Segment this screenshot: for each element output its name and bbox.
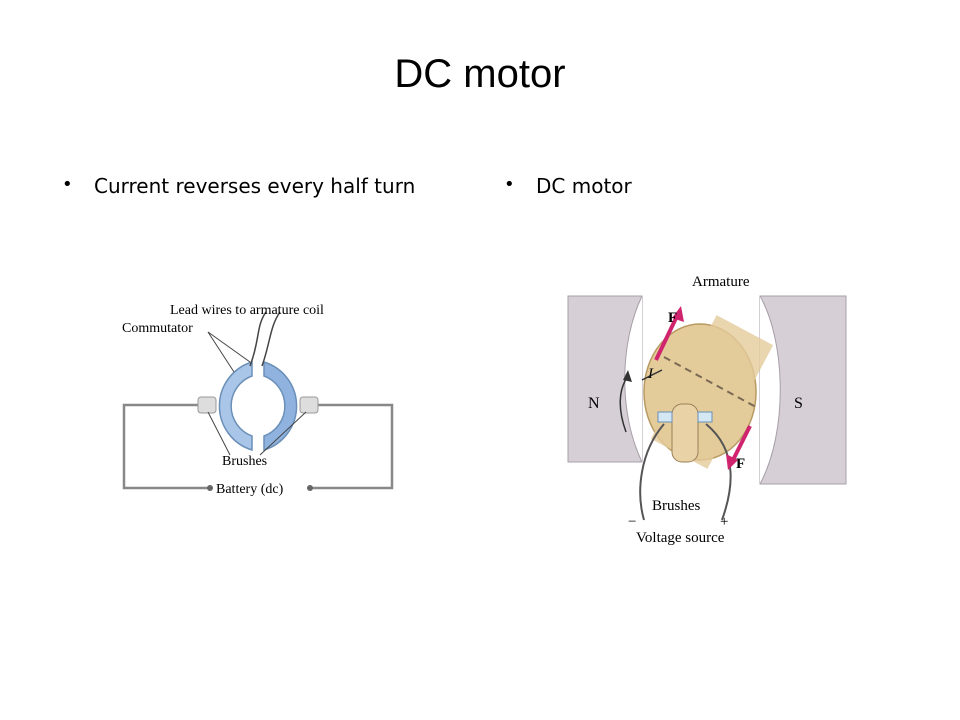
brush-pointer	[259, 411, 307, 456]
current-label: I	[647, 366, 654, 382]
brush-pointer	[207, 411, 231, 456]
rotation-arrowhead	[623, 370, 632, 382]
voltage-source-label: Voltage source	[636, 530, 725, 546]
armature-label: Armature	[692, 274, 750, 290]
commutator-label: Commutator	[122, 321, 193, 336]
circuit-wire-left	[122, 403, 210, 490]
brush-right	[299, 396, 319, 414]
brush-left	[657, 411, 673, 423]
commutator-figure: Lead wires to armature coil Commutator B…	[110, 290, 410, 505]
force-label-bottom: F	[736, 456, 745, 472]
battery-terminal	[207, 485, 213, 491]
force-arrowhead-top	[672, 306, 684, 322]
shaft	[671, 403, 699, 463]
bullet-right: • DC motor	[504, 174, 632, 198]
commutator-pointer	[207, 331, 235, 373]
bullet-right-text: DC motor	[536, 174, 632, 198]
lead-wire	[261, 311, 281, 367]
commutator-diagram: Lead wires to armature coil Commutator B…	[122, 303, 394, 497]
source-wire-minus	[639, 423, 665, 521]
dc-motor-diagram: Armature F F I N S Brushes − + Voltage s…	[567, 274, 847, 546]
bullet-left-text: Current reverses every half turn	[94, 174, 416, 198]
circuit-wire-right	[310, 403, 394, 490]
brush-left	[197, 396, 217, 414]
brushes-label: Brushes	[222, 454, 267, 469]
slide-title: DC motor	[394, 52, 566, 96]
bullet-left: • Current reverses every half turn	[62, 174, 416, 198]
minus-label: −	[628, 514, 636, 530]
force-arrowhead-bottom	[726, 454, 738, 470]
brush-right	[697, 411, 713, 423]
force-label-top: F	[668, 310, 677, 326]
force-arrow-bottom	[730, 425, 752, 463]
source-wire-plus	[705, 423, 732, 521]
current-arrow	[641, 369, 663, 381]
plus-label: +	[720, 514, 728, 530]
dc-motor-figure: Armature F F I N S Brushes − + Voltage s…	[560, 262, 860, 552]
commutator-half-left	[218, 360, 253, 452]
brushes-label: Brushes	[652, 498, 700, 514]
lead-wire	[249, 311, 267, 367]
bullet-dot: •	[62, 174, 73, 195]
bullet-dot: •	[504, 174, 515, 195]
battery-label: Battery (dc)	[216, 482, 284, 497]
battery-terminal	[307, 485, 313, 491]
south-pole-label: S	[794, 395, 803, 412]
commutator-half-right	[263, 360, 298, 452]
lead-wires-label: Lead wires to armature coil	[170, 303, 324, 318]
commutator-pointer	[207, 331, 251, 363]
armature-axis	[663, 356, 757, 408]
force-arrow-top	[654, 313, 680, 361]
north-pole-label: N	[588, 395, 600, 412]
